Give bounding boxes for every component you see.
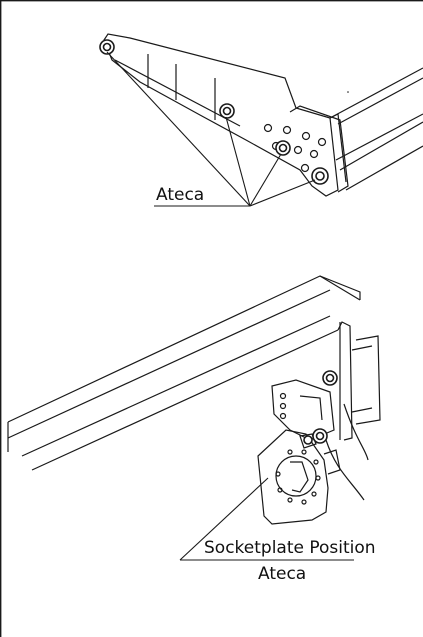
crossbeam-top <box>103 33 423 197</box>
crossbeam-bottom <box>7 275 381 525</box>
leader-lines-top <box>106 51 316 207</box>
small-dot <box>347 91 349 93</box>
leader-lines-bottom <box>179 477 354 561</box>
bolt-heads-top <box>99 39 329 185</box>
callout-label-socketplate: Socketplate Position <box>204 538 376 558</box>
callout-label-top: Ateca <box>156 185 205 205</box>
bolt-heads-bottom <box>303 370 338 445</box>
callout-label-bottom-model: Ateca <box>258 564 307 584</box>
